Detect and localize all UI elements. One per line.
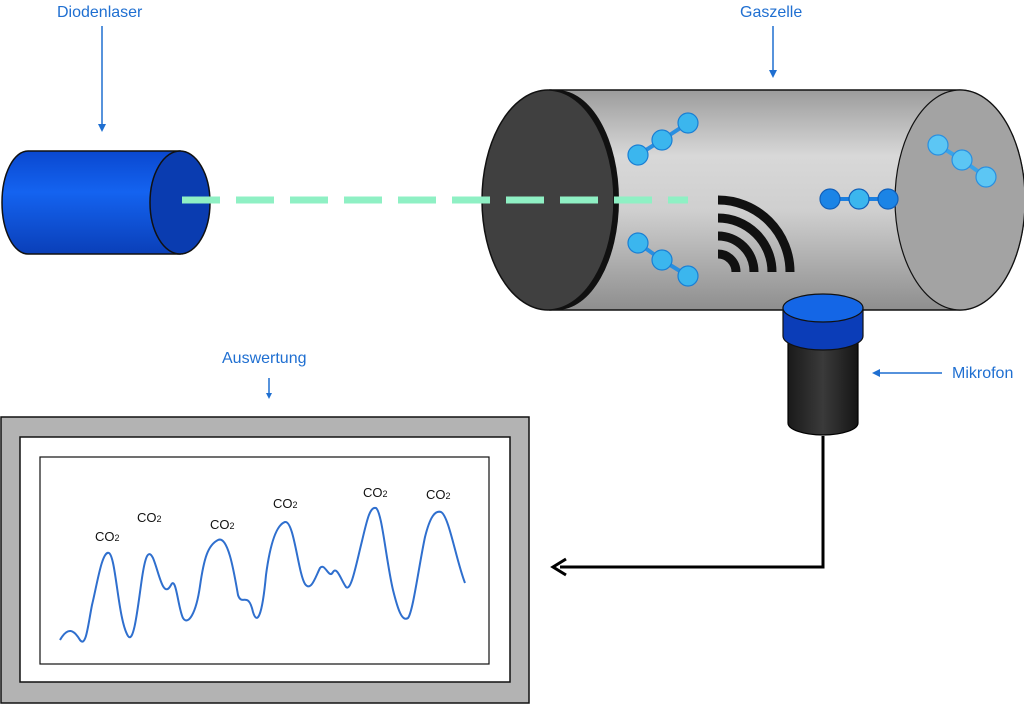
evaluation-label-arrow (266, 378, 272, 399)
evaluation-label: Auswertung (222, 350, 307, 367)
signal-cable-arrow (550, 436, 825, 577)
signal-curve (59, 506, 466, 643)
peak-label-co2: CO2 (426, 487, 451, 502)
laser-label-arrow (98, 26, 106, 132)
microphone-label: Mikrofon (952, 365, 1013, 382)
molecule-icon-excited (819, 188, 899, 210)
gas-cell-label-arrow (769, 26, 777, 78)
peak-label-co2: CO2 (363, 485, 388, 500)
peak-label-co2: CO2 (95, 529, 120, 544)
laser-label: Diodenlaser (57, 4, 143, 21)
gas-cell-back-window (894, 89, 1024, 311)
gas-cell (481, 89, 1024, 311)
diode-laser (1, 150, 211, 255)
microphone (782, 293, 864, 436)
peak-label-co2: CO2 (273, 496, 298, 511)
molecule-icon (627, 232, 699, 287)
microphone-cap (782, 293, 864, 323)
sound-wave-icon (717, 195, 795, 273)
microphone-label-arrow (872, 369, 942, 377)
signal-plot-area (39, 456, 490, 665)
molecule-icon (627, 112, 699, 166)
gas-cell-label: Gaszelle (740, 4, 802, 21)
molecule-icon (927, 134, 997, 188)
peak-label-co2: CO2 (210, 517, 235, 532)
peak-label-co2: CO2 (137, 510, 162, 525)
